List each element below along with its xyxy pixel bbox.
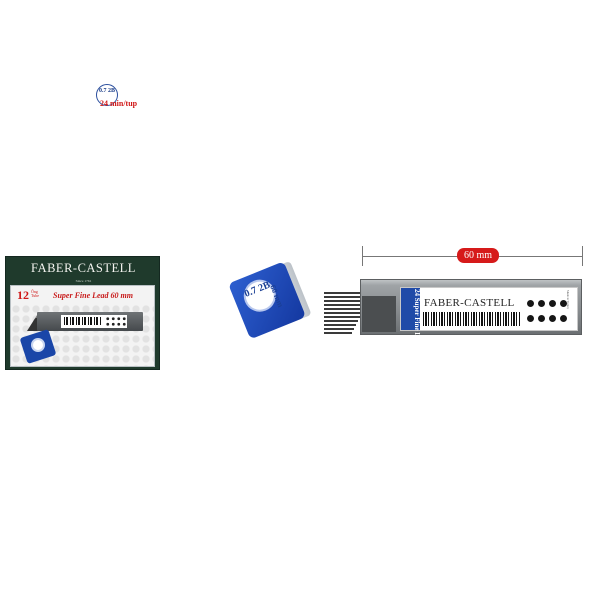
package-product-title: Super Fine Lead 60 mm bbox=[53, 291, 134, 300]
tube-holes bbox=[525, 296, 569, 326]
tube-inner-shadow bbox=[362, 296, 396, 332]
lead bbox=[324, 312, 362, 314]
lead bbox=[324, 304, 366, 306]
package-window-panel: 12 Ống Tube Super Fine Lead 60 mm bbox=[10, 285, 155, 367]
lead-tube-cap: 0.7 2B 60 mm bbox=[228, 257, 318, 341]
lead bbox=[324, 332, 352, 334]
package-quantity: 24 min/tup bbox=[100, 99, 138, 108]
package-brand-text: FABER-CASTELL bbox=[31, 261, 136, 275]
package-tube-holes bbox=[105, 316, 127, 327]
tube-barcode bbox=[423, 312, 521, 326]
pencil-leads bbox=[324, 292, 372, 334]
package-brand: FABER-CASTELL bbox=[6, 261, 161, 283]
lead bbox=[324, 308, 364, 310]
tube-blue-text: 24 Super Fine Lead 0.7 2B bbox=[413, 289, 421, 368]
tube-brand-text: FABER-CASTELL bbox=[424, 297, 515, 309]
package-since-text: Since 1761 bbox=[75, 279, 92, 283]
tube-brand: FABER-CASTELL bbox=[424, 297, 514, 309]
tube-fine-print: Made in Turkey bbox=[566, 290, 570, 310]
lead bbox=[324, 320, 358, 322]
package-count: 12 bbox=[17, 288, 29, 302]
product-package: FABER-CASTELL Since 1761 12 Ống Tube Sup… bbox=[5, 256, 160, 370]
lead bbox=[324, 324, 356, 326]
dimension-label: 60 mm bbox=[457, 248, 499, 263]
tube-blue-strip bbox=[401, 288, 420, 330]
package-count-unit: Ống Tube bbox=[31, 289, 40, 298]
package-barcode bbox=[64, 317, 102, 325]
lead bbox=[324, 292, 372, 294]
lead bbox=[324, 300, 368, 302]
lead bbox=[324, 316, 360, 318]
lead bbox=[324, 328, 354, 330]
lead bbox=[324, 296, 370, 298]
dimension-tick-right bbox=[582, 246, 583, 266]
package-cap-circle bbox=[31, 338, 45, 352]
package-size-badge: 0.7 2B bbox=[96, 84, 118, 106]
